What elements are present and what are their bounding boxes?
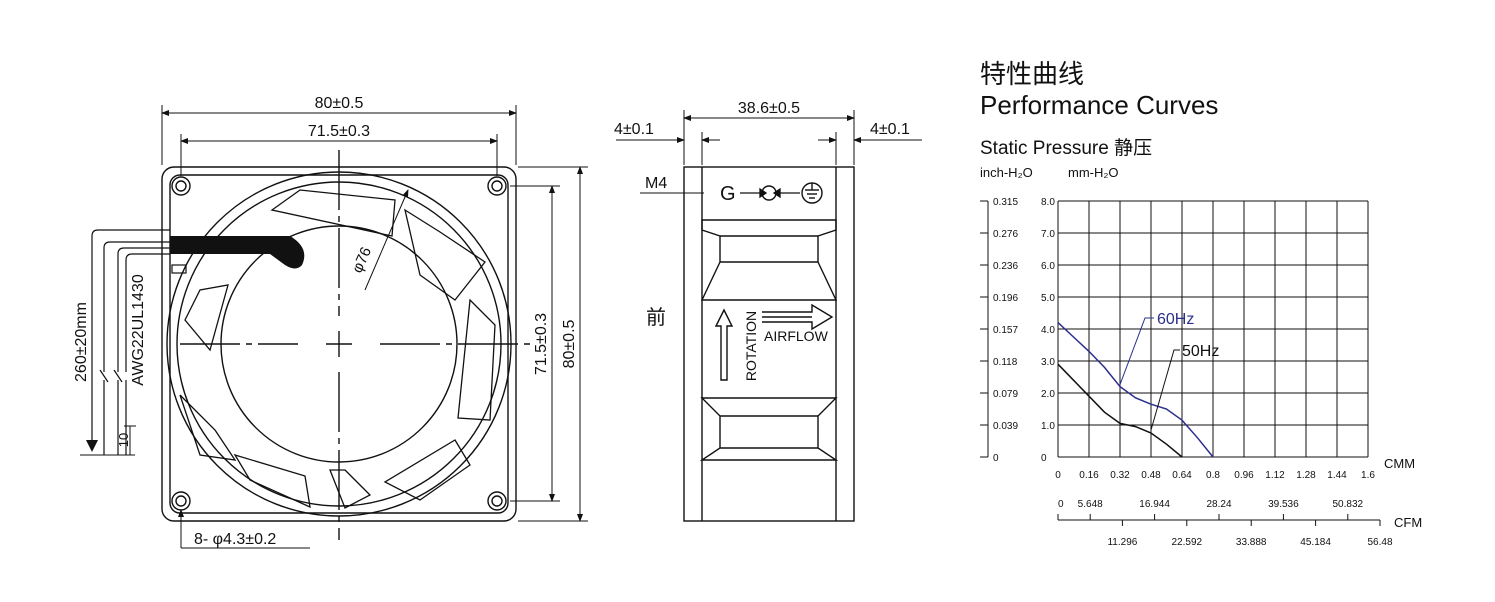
- mount-hole-br: [487, 491, 507, 511]
- y-tick-inch: 0.118: [993, 357, 1018, 368]
- mount-hole-tl: [171, 176, 191, 196]
- cfm-tick-lower: 45.184: [1300, 537, 1331, 548]
- cfm-tick-upper: 0: [1058, 499, 1064, 510]
- y-tick-inch: 0.079: [993, 389, 1018, 400]
- dim-lead-length: 260±20mm: [73, 302, 90, 382]
- dim-blade-diameter: φ76: [349, 245, 375, 276]
- cfm-tick-upper: 28.24: [1206, 499, 1231, 510]
- y-tick-inch: 0.157: [993, 325, 1018, 336]
- cfm-tick-lower: 11.296: [1107, 537, 1137, 548]
- side-view: [683, 166, 855, 522]
- cfm-tick-lower: 56.48: [1367, 537, 1392, 548]
- x-tick-cmm: 0.8: [1206, 470, 1220, 481]
- ground-label: G: [720, 183, 736, 205]
- unit-inch: inch-H₂O: [980, 165, 1033, 180]
- performance-chart: 0 1.0 2.0 3.0 4.0 5.0 6.0 7.0 8.0 0 0.039 0.079 0.11…: [980, 197, 1393, 548]
- x-tick-cmm: 1.44: [1327, 470, 1347, 481]
- cfm-tick-lower: 33.888: [1236, 537, 1267, 548]
- front-label: 前: [646, 306, 666, 329]
- y-tick-inch: 0.276: [993, 229, 1018, 240]
- cfm-tick-upper: 5.648: [1078, 499, 1103, 510]
- series-label-60hz: 60Hz: [1157, 311, 1194, 328]
- cfm-tick-upper: 50.832: [1333, 499, 1364, 510]
- y-tick-inch: 0.039: [993, 421, 1018, 432]
- dim-strip-length: 10: [116, 433, 131, 447]
- x-tick-cmm: 0.64: [1172, 470, 1192, 481]
- dim-height-outer: 80±0.5: [561, 319, 578, 368]
- y-tick-mm: 6.0: [1041, 261, 1055, 272]
- airflow-label: AIRFLOW: [764, 328, 829, 344]
- y-tick-mm: 5.0: [1041, 293, 1055, 304]
- cfm-label: CFM: [1394, 515, 1422, 530]
- series-label-50hz: 50Hz: [1182, 343, 1219, 360]
- lead-length-arrow: [86, 440, 98, 452]
- x-tick-cmm: 0: [1055, 470, 1061, 481]
- leader-50hz: [1150, 349, 1180, 431]
- mount-hole-tr: [487, 176, 507, 196]
- x-tick-cmm: 0.48: [1141, 470, 1161, 481]
- x-tick-cmm: 0.16: [1079, 470, 1099, 481]
- cfm-tick-upper: 16.944: [1139, 499, 1170, 510]
- y-tick-inch: 0.196: [993, 293, 1018, 304]
- y-tick-mm: 0: [1041, 453, 1047, 464]
- perf-title-cn: 特性曲线: [980, 59, 1084, 89]
- screw-label: M4: [645, 175, 667, 192]
- series-line-50hz: [1057, 363, 1183, 458]
- leader-60hz: [1119, 317, 1154, 385]
- wire-clip: [171, 264, 187, 274]
- cfm-tick-upper: 39.536: [1268, 499, 1299, 510]
- front-view: [161, 150, 530, 540]
- lead-wires: [91, 229, 170, 455]
- rotation-arrow-icon: [714, 308, 734, 381]
- perf-title-en: Performance Curves: [980, 90, 1218, 120]
- y-tick-mm: 3.0: [1041, 357, 1055, 368]
- cmm-label: CMM: [1384, 456, 1415, 471]
- x-tick-cmm: 1.12: [1265, 470, 1285, 481]
- airflow-arrow-icon: [762, 303, 834, 331]
- dim-depth: 38.6±0.5: [738, 100, 800, 117]
- side-body: [683, 166, 855, 522]
- rotation-label: ROTATION: [743, 311, 759, 381]
- dim-mount-holes: 8- φ4.3±0.2: [194, 531, 276, 548]
- dim-width-holes: 71.5±0.3: [308, 123, 370, 140]
- y-tick-mm: 8.0: [1041, 197, 1055, 208]
- series-line-60hz: [1057, 322, 1214, 458]
- y-tick-inch: 0: [993, 453, 999, 464]
- static-pressure-label: Static Pressure 静压: [980, 137, 1152, 159]
- x-tick-cmm: 1.6: [1361, 470, 1375, 481]
- x-tick-cmm: 0.32: [1110, 470, 1130, 481]
- y-tick-mm: 7.0: [1041, 229, 1055, 240]
- mount-hole-bl: [171, 491, 191, 511]
- dim-height-holes: 71.5±0.3: [533, 313, 550, 375]
- unit-mm: mm-H₂O: [1068, 165, 1119, 180]
- dim-flange-right: 4±0.1: [870, 121, 910, 138]
- x-tick-cmm: 1.28: [1296, 470, 1316, 481]
- cfm-tick-lower: 22.592: [1172, 537, 1203, 548]
- x-tick-cmm: 0.96: [1234, 470, 1254, 481]
- wire-spec: AWG22UL1430: [130, 274, 147, 386]
- y-tick-inch: 0.315: [993, 197, 1018, 208]
- y-tick-mm: 2.0: [1041, 389, 1055, 400]
- dim-flange-left: 4±0.1: [614, 121, 654, 138]
- dim-width-outer: 80±0.5: [315, 95, 364, 112]
- y-tick-inch: 0.236: [993, 261, 1018, 272]
- y-tick-mm: 1.0: [1041, 421, 1055, 432]
- lead-wire-bundle: [170, 236, 305, 269]
- y-tick-mm: 4.0: [1041, 325, 1055, 336]
